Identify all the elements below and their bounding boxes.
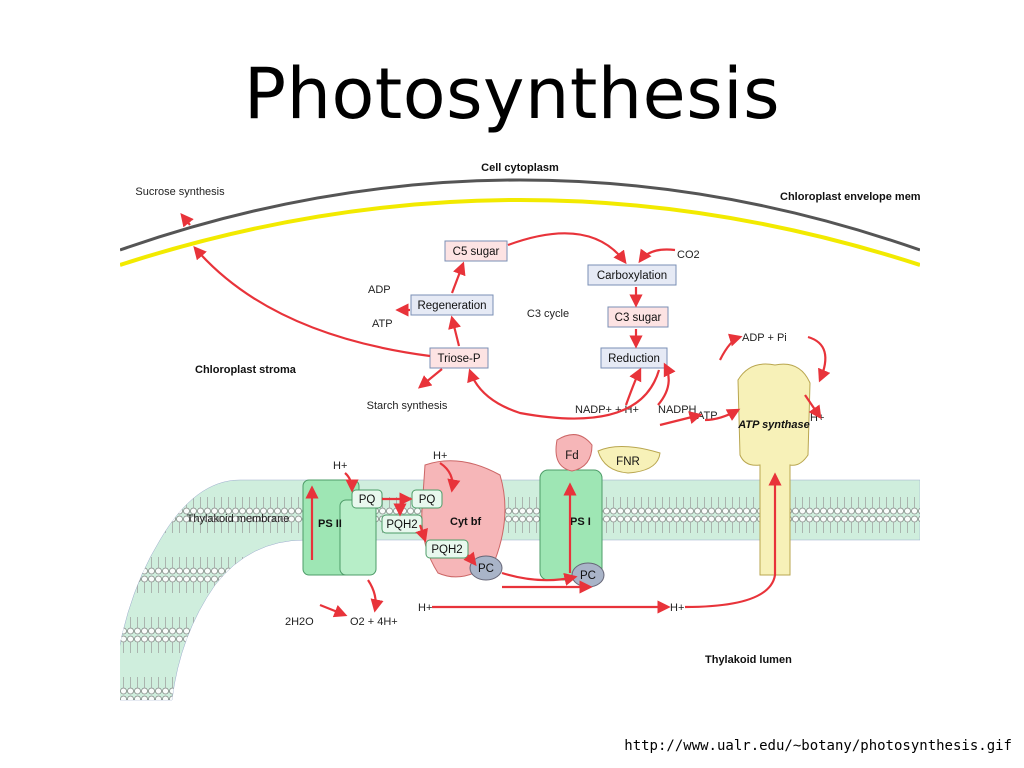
c5-sugar-box: C5 sugar [444,240,508,262]
fnr: FNR [597,445,661,474]
svg-text:PQH2: PQH2 [431,544,462,556]
svg-text:Triose-P: Triose-P [437,353,480,365]
nadph-label: NADPH [658,404,697,416]
svg-text:Fd: Fd [565,450,578,462]
h-label-lumen-right: H+ [670,602,684,614]
stroma-label: Chloroplast stroma [195,364,297,376]
pq-stroma-1: PQ [351,489,383,509]
cytoplasm-label: Cell cytoplasm [481,162,559,174]
svg-text:ATP synthase: ATP synthase [737,419,810,431]
regeneration-box: Regeneration [410,294,494,316]
h2o-label: 2H2O [285,616,314,628]
inner-envelope [120,198,920,267]
adp-label: ADP [368,284,391,296]
envelope-label: Chloroplast envelope membranes [780,191,920,203]
page-title: Photosynthesis [243,53,781,135]
svg-text:C3 sugar: C3 sugar [615,312,662,324]
h-label-ps2: H+ [333,460,347,472]
adp-pi-label: ADP + Pi [742,332,787,344]
svg-text:PS II: PS II [318,518,342,530]
pqh2-lumen: PQH2 [425,539,469,559]
svg-text:PQ: PQ [359,494,376,506]
lumen-label: Thylakoid lumen [705,654,792,666]
atp-label: ATP [372,318,393,330]
svg-text:Carboxylation: Carboxylation [597,270,667,282]
ferredoxin: Fd [555,434,593,472]
svg-text:Cyt bf: Cyt bf [450,516,482,528]
pq-stroma-2: PQ [411,489,443,509]
pc-1: PC [469,555,503,581]
svg-text:PQH2: PQH2 [386,519,417,531]
h-label-lumen: H+ [418,602,432,614]
cycle-label: C3 cycle [527,308,569,320]
svg-text:PC: PC [580,570,596,582]
o2-label: O2 + 4H+ [350,616,398,628]
membrane-arrows [305,333,831,618]
co2-label: CO2 [677,249,700,261]
pc-2: PC [571,562,605,588]
svg-text:PC: PC [478,563,494,575]
membrane-label: Thylakoid membrane [187,513,290,525]
svg-text:FNR: FNR [616,456,640,468]
photosynthesis-diagram: Cell cytoplasm Chloroplast envelope memb… [120,162,920,701]
triose-p-box: Triose-P [429,347,489,369]
calvin-arrows [180,212,676,420]
outer-envelope [120,178,920,252]
svg-text:C5 sugar: C5 sugar [453,246,500,258]
photosystem-ii: PS II [302,479,377,576]
svg-text:PS I: PS I [570,516,591,528]
c3-sugar-box: C3 sugar [607,306,669,328]
nadp-label: NADP+ + H+ [575,404,639,416]
svg-text:Reduction: Reduction [608,353,660,365]
starch-label: Starch synthesis [367,400,448,412]
source-url: http://www.ualr.edu/~botany/photosynthes… [624,738,1012,754]
reduction-box: Reduction [600,347,668,369]
svg-text:PQ: PQ [419,494,436,506]
h-label-cytbf: H+ [433,450,447,462]
svg-text:Regeneration: Regeneration [417,300,486,312]
carboxylation-box: Carboxylation [587,264,677,286]
sucrose-label: Sucrose synthesis [135,186,225,198]
atp-synthase: ATP synthase [737,363,811,576]
pqh2-membrane: PQH2 [381,514,423,534]
